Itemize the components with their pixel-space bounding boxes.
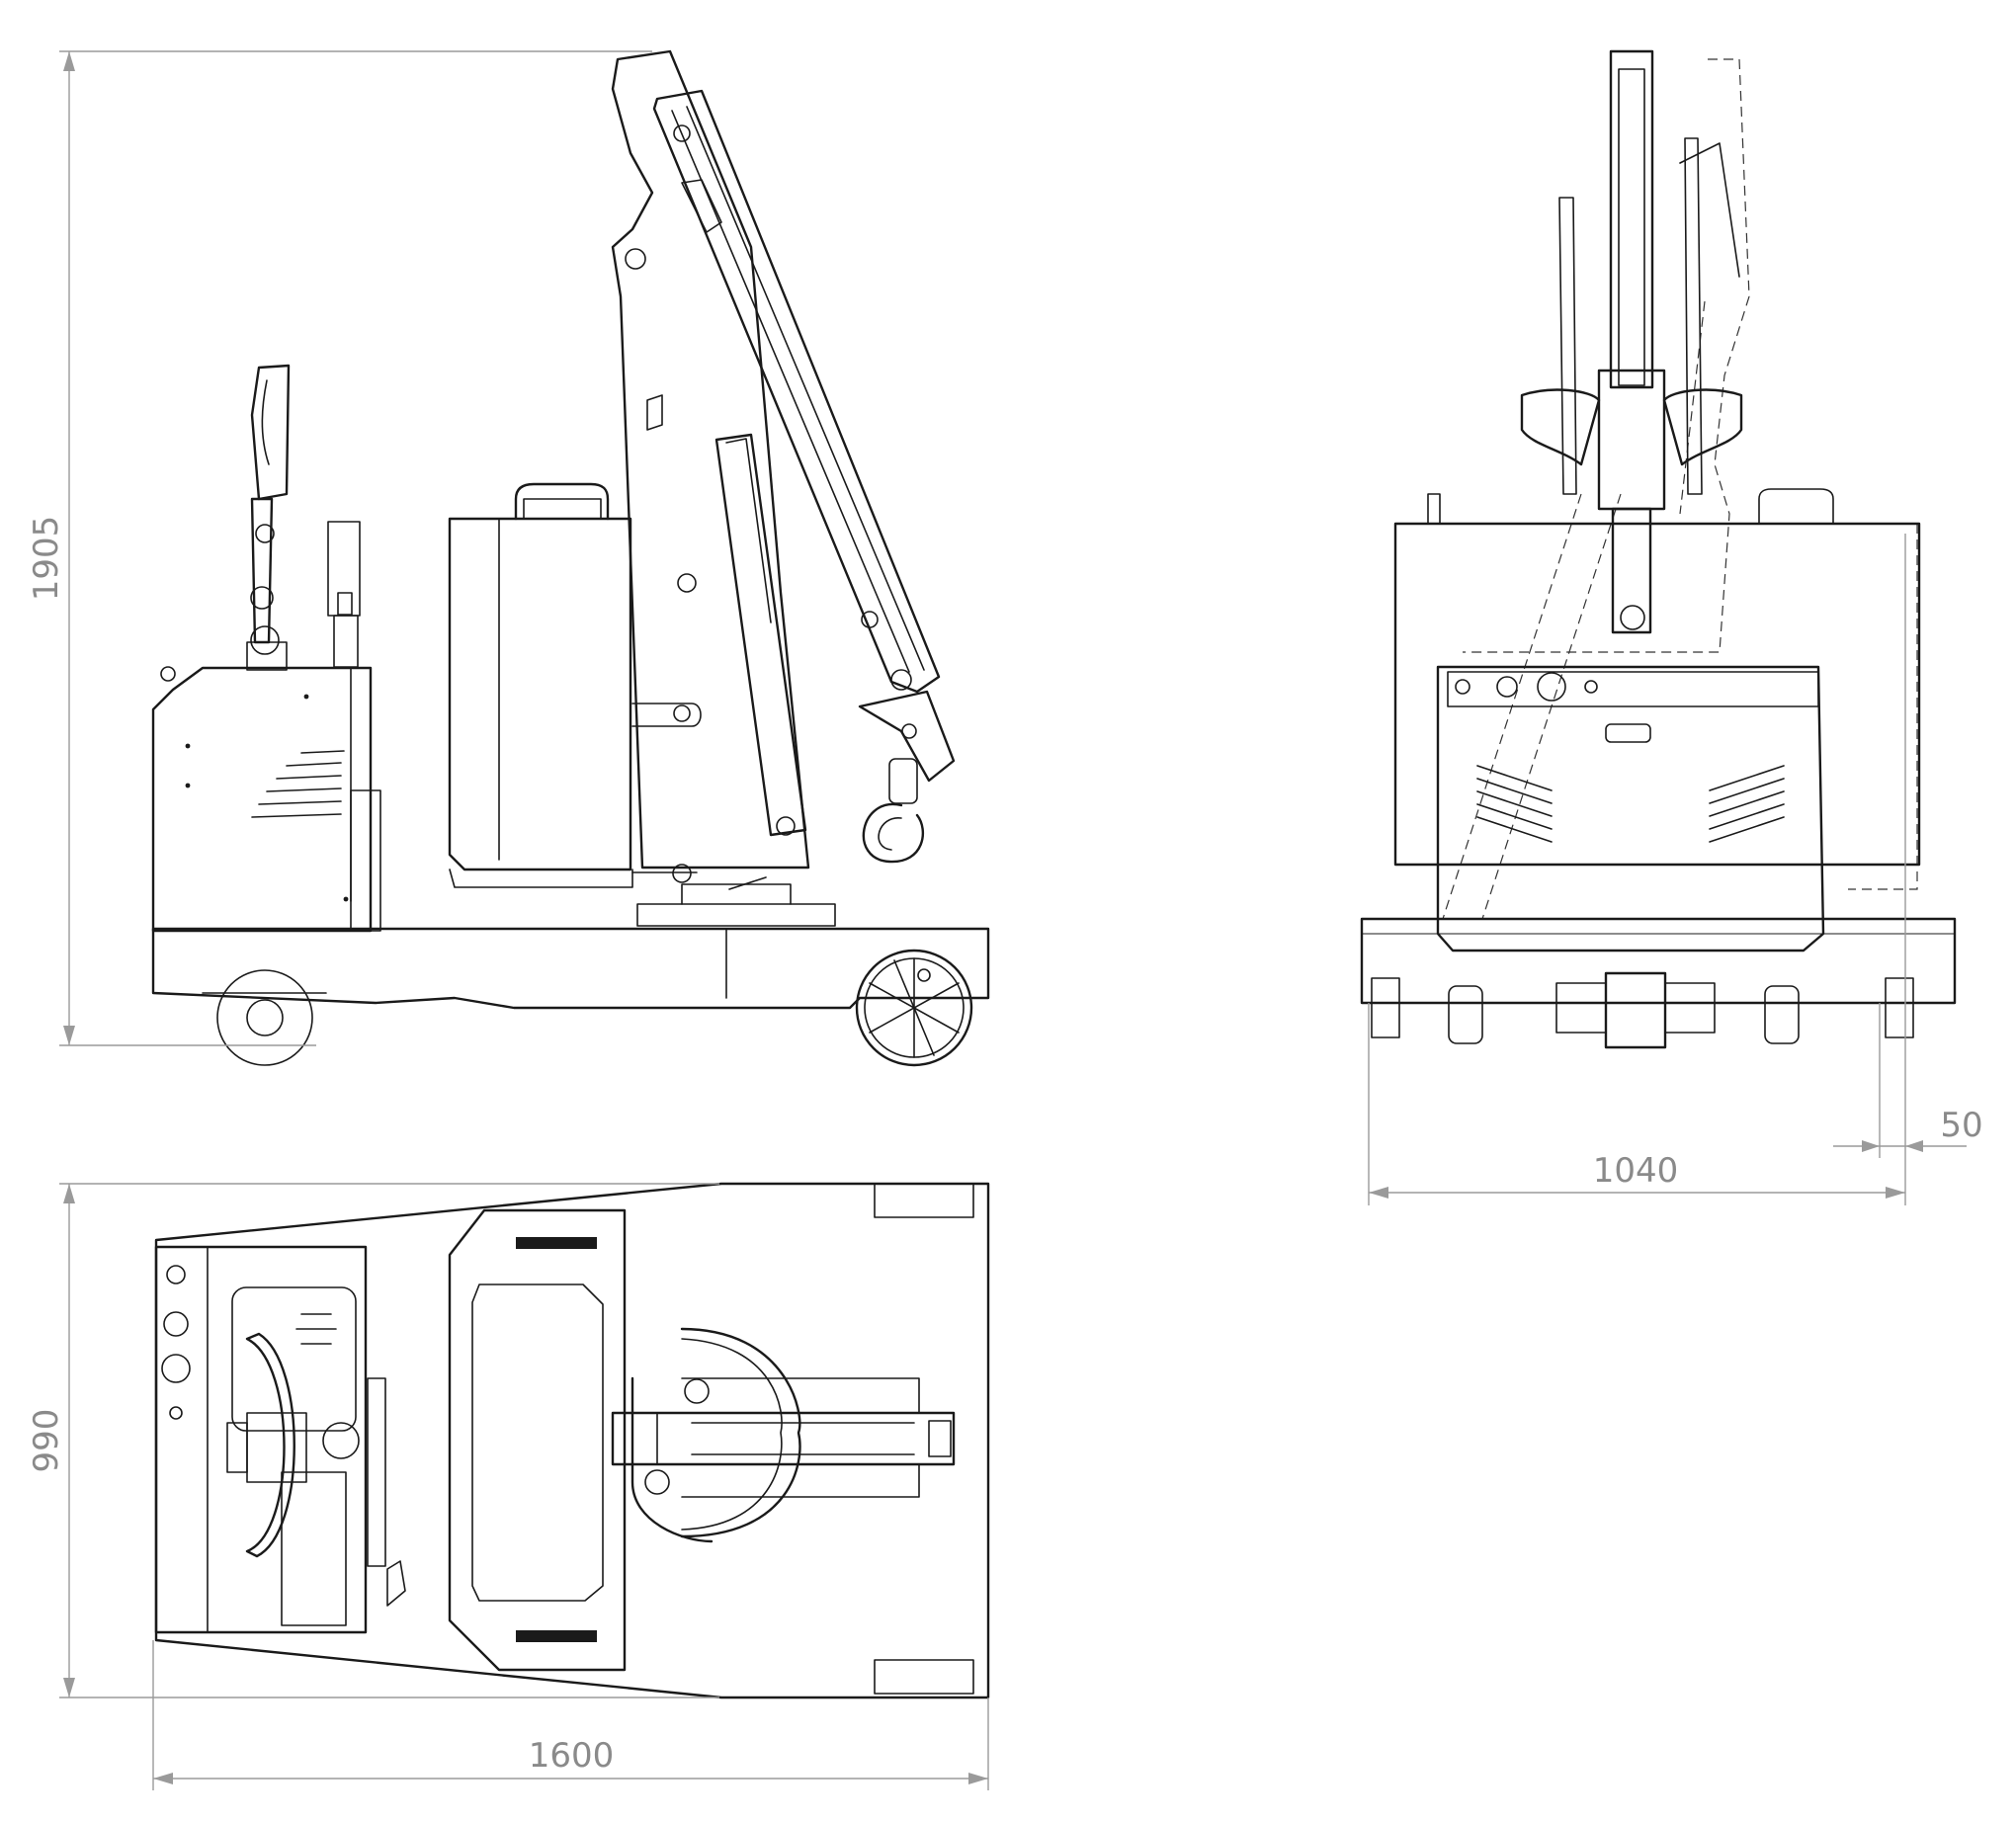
warning-beacon — [327, 521, 361, 668]
front-view — [1360, 49, 1957, 1049]
dimension-width: 990 — [27, 1183, 719, 1698]
operator-deck — [154, 1245, 406, 1634]
dimension-front-width: 1040 — [1368, 534, 1906, 1205]
top-view — [154, 1182, 990, 1699]
front-chassis — [1360, 917, 1957, 1049]
slew-ring — [630, 1327, 801, 1543]
offset-label: 50 — [1940, 1106, 1982, 1145]
battery-box — [448, 482, 633, 888]
tiller-handle — [246, 364, 291, 671]
dimension-length: 1600 — [152, 1640, 989, 1790]
battery-top — [448, 1208, 627, 1672]
slewing-base — [636, 876, 836, 927]
boom-top — [611, 1377, 956, 1498]
hydraulic-cylinder — [714, 433, 807, 837]
front-width-label: 1040 — [1593, 1151, 1679, 1191]
crane-boom — [652, 89, 941, 694]
side-view — [151, 49, 990, 1067]
height-label: 1905 — [27, 516, 66, 602]
dimension-offset: 50 — [1833, 1003, 1983, 1158]
control-box — [151, 666, 381, 933]
width-label: 990 — [27, 1409, 66, 1473]
crane-mast — [611, 49, 810, 883]
rear-wheel — [202, 969, 327, 1066]
front-wheel — [855, 949, 973, 1067]
dimension-height: 1905 — [27, 50, 652, 1046]
crane-hook — [858, 690, 956, 864]
front-body — [1393, 488, 1921, 952]
front-mast — [1520, 49, 1743, 634]
length-label: 1600 — [529, 1736, 615, 1776]
